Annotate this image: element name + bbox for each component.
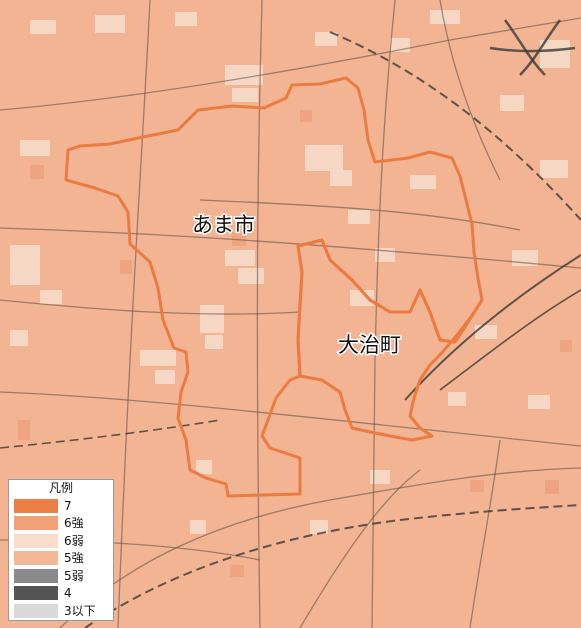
legend-item-6-strong: 6強 [9,515,113,533]
road [0,227,581,269]
legend-item-5-strong: 5強 [9,550,113,568]
legend-label: 7 [64,498,72,513]
legend-swatch [14,516,58,531]
intensity-cell [225,250,255,266]
railway-line [439,289,581,391]
road [0,391,581,447]
highway-junction [489,19,576,76]
road [0,17,581,111]
legend-swatch [14,603,58,618]
road [59,467,581,628]
road [299,469,421,628]
intensity-cell [10,245,40,285]
intensity-cell [348,210,370,224]
intensity-cell [330,170,352,186]
railway-line [84,504,581,628]
intensity-cell [30,165,44,179]
highway-ramp [519,19,562,76]
legend-item-7: 7 [9,497,113,515]
intensity-cell [470,480,484,492]
intensity-cell [200,305,224,333]
legend-label: 5弱 [64,568,84,583]
legend-label: 6強 [64,516,84,531]
legend-title: 凡例 [48,481,73,495]
intensity-cell [545,480,559,494]
railway-lines [0,31,581,628]
town-boundary [296,238,484,442]
intensity-cell [175,12,197,26]
road [256,0,263,628]
legend-label: 6弱 [64,533,84,548]
legend-swatch [14,551,58,566]
intensity-cell [540,40,570,68]
intensity-cell [300,110,312,122]
town-label: 大治町 [338,333,401,357]
intensity-cell [30,20,56,34]
legend-item-5-weak: 5弱 [9,567,113,585]
intensity-cell [140,350,176,366]
intensity-cell [20,140,50,156]
intensity-cell [370,470,390,484]
legend-swatch [14,586,58,601]
road [439,0,501,181]
intensity-cell [448,392,466,406]
intensity-cell [155,370,175,384]
legend-label: 4 [64,586,72,601]
intensity-cell [18,420,30,440]
legend-item-3-or-less: 3以下 [9,602,113,620]
intensity-cell [232,88,258,102]
intensity-cell [305,145,343,171]
intensity-cell [560,340,572,352]
railway-line [0,419,221,449]
intensity-cell [190,520,206,534]
intensity-cell [230,565,244,577]
intensity-cell [205,335,223,349]
intensity-cell [500,95,524,111]
intensity-cell [238,268,264,284]
intensity-cell [350,290,374,306]
legend-swatch [14,498,58,513]
intensity-cell [120,260,132,274]
city-label: あま市 [192,213,255,237]
intensity-cell [40,290,62,304]
intensity-cell [310,520,328,534]
intensity-cell [475,325,497,339]
road [0,299,301,315]
intensity-cell [410,175,436,189]
legend-swatch [14,533,58,548]
intensity-cell [95,15,125,33]
intensity-cell [10,330,28,346]
intensity-cell [540,160,568,178]
intensity-cell [528,395,550,409]
road [371,0,396,628]
legend-label: 5強 [64,551,84,566]
legend-item-6-weak: 6弱 [9,532,113,550]
legend: 凡例 7 6強 6弱 5強 5弱 4 3以下 [8,479,114,621]
intensity-cell [196,460,212,474]
highway-ramp [489,46,576,53]
intensity-cell [232,232,246,246]
railway-line [329,31,581,221]
road [469,439,501,628]
road [117,0,151,628]
railway-line [404,254,581,401]
legend-swatch [14,568,58,583]
legend-label: 3以下 [64,603,96,618]
intensity-cell [225,65,263,85]
highway-ramp [503,19,546,76]
legend-item-4: 4 [9,585,113,603]
intensity-cell [315,32,337,46]
intensity-cell [430,10,460,24]
road [199,199,521,231]
